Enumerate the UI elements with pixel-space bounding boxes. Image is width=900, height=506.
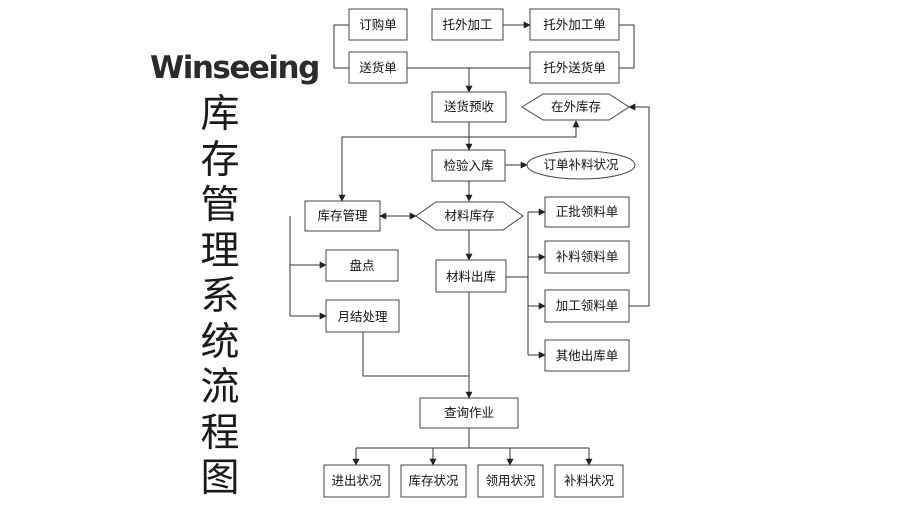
node-inout-status-label: 进出状况 — [331, 473, 382, 488]
node-outsource-order-label: 托外加工单 — [543, 17, 606, 32]
node-inventory-mgmt: 库存管理 — [304, 200, 381, 232]
node-outsource-order: 托外加工单 — [529, 8, 620, 41]
node-outsource: 托外加工 — [431, 8, 504, 41]
node-month-end-label: 月结处理 — [337, 309, 388, 324]
node-order-replenish-status: 订单补料状况 — [526, 150, 636, 180]
node-outsourced-stock-label: 在外库存 — [551, 99, 601, 114]
node-material-stock: 材料库存 — [415, 201, 524, 231]
brand-logo-text: Winseeing — [150, 50, 320, 86]
node-processing-requisition: 加工领料单 — [544, 289, 630, 323]
node-order-label: 订购单 — [359, 17, 397, 32]
node-stocktake-label: 盘点 — [349, 258, 374, 273]
connectors — [289, 21, 650, 466]
node-delivery-pre-receipt-label: 送货预收 — [444, 99, 495, 114]
node-other-out: 其他出库单 — [544, 339, 630, 372]
page-title: 库存管理系统流程图 — [200, 92, 240, 501]
node-requisition-status: 领用状况 — [477, 464, 544, 498]
node-batch-requisition: 正批领料单 — [544, 196, 630, 228]
node-replenish-requisition-label: 补料领料单 — [556, 249, 619, 264]
node-stock-status: 库存状况 — [400, 464, 467, 498]
node-outsourced-stock: 在外库存 — [521, 93, 630, 121]
node-stock-status-label: 库存状况 — [408, 473, 459, 488]
node-material-out-label: 材料出库 — [446, 269, 496, 284]
connector-month-end-down — [362, 332, 469, 377]
node-delivery-note-label: 送货单 — [359, 60, 397, 75]
node-query: 查询作业 — [419, 397, 519, 429]
node-inventory-mgmt-label: 库存管理 — [317, 208, 368, 223]
node-replenish-status-label: 补料状况 — [564, 473, 615, 488]
node-batch-requisition-label: 正批领料单 — [556, 204, 619, 219]
node-replenish-requisition: 补料领料单 — [544, 240, 630, 274]
node-other-out-label: 其他出库单 — [556, 348, 619, 363]
node-inspect-in: 检验入库 — [431, 149, 506, 182]
connector-outsource-order-loop — [619, 24, 635, 69]
connector-to-outsourced-stock — [469, 120, 580, 138]
node-replenish-status: 补料状况 — [554, 464, 624, 498]
node-requisition-status-label: 领用状况 — [485, 473, 536, 488]
node-delivery-pre-receipt: 送货预收 — [431, 91, 507, 123]
node-month-end: 月结处理 — [325, 299, 400, 333]
node-order-replenish-status-label: 订单补料状况 — [543, 157, 619, 172]
node-inout-status: 进出状况 — [323, 464, 390, 498]
connector-to-inventory-mgmt — [338, 136, 469, 202]
node-material-stock-label: 材料库存 — [444, 208, 494, 223]
node-outsource-delivery: 托外送货单 — [529, 51, 620, 84]
node-stocktake: 盘点 — [325, 249, 399, 282]
node-material-out: 材料出库 — [435, 259, 507, 293]
node-inspect-in-label: 检验入库 — [443, 158, 493, 173]
node-processing-requisition-label: 加工领料单 — [556, 298, 619, 313]
node-order: 订购单 — [348, 8, 408, 41]
connector-processing-to-outsourced-stock — [628, 103, 650, 307]
node-delivery-note: 送货单 — [348, 51, 408, 84]
connector-order-delivery-loop — [333, 24, 349, 69]
node-outsource-label: 托外加工 — [442, 17, 492, 32]
node-outsource-delivery-label: 托外送货单 — [543, 60, 606, 75]
node-query-label: 查询作业 — [444, 405, 494, 420]
